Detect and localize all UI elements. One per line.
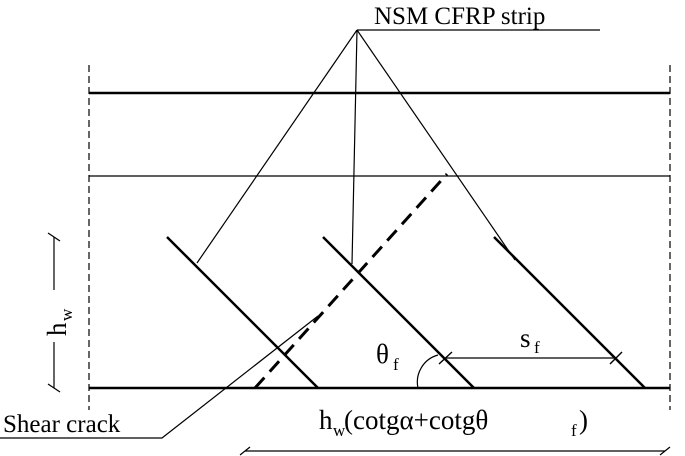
sf-tick-left: [438, 351, 453, 365]
svg-text:w: w: [333, 421, 346, 440]
svg-text:w: w: [57, 308, 76, 321]
shear-crack-line: [253, 172, 449, 390]
shear-crack-label: Shear crack: [3, 411, 121, 438]
svg-text:): ): [579, 405, 588, 435]
bottom-dimension-tick-right: [659, 446, 671, 456]
cfrp-strip-2: [322, 236, 475, 389]
cfrp-strip-1: [166, 236, 319, 389]
svg-text:h: h: [42, 322, 72, 336]
svg-text:s: s: [520, 323, 531, 353]
leader-line-strip-3: [356, 29, 516, 261]
theta-f-label: θ f: [376, 339, 399, 374]
leader-line-strip-2: [351, 29, 358, 265]
nsm-cfrp-strip-label: NSM CFRP strip: [374, 3, 545, 30]
svg-text:f: f: [534, 338, 540, 357]
svg-text:f: f: [393, 355, 399, 374]
svg-text:h: h: [319, 405, 333, 435]
svg-text:(cotgα+cotgθ: (cotgα+cotgθ: [344, 405, 488, 435]
theta-arc: [416, 354, 439, 389]
svg-text:θ: θ: [376, 339, 389, 369]
bottom-dimension-tick-left: [239, 446, 251, 456]
sf-label: s f: [520, 323, 540, 357]
hw-tick-top: [47, 232, 61, 242]
hw-label: h w: [38, 290, 76, 342]
sf-tick-right: [609, 351, 623, 365]
formula-label: h w (cotgα+cotgθ f ): [319, 405, 588, 440]
svg-text:f: f: [571, 421, 577, 440]
cfrp-strip-3: [493, 236, 646, 389]
leader-line-strip-1: [196, 29, 358, 264]
shear-crack-leader: [0, 315, 319, 439]
hw-tick-bottom: [47, 383, 61, 393]
